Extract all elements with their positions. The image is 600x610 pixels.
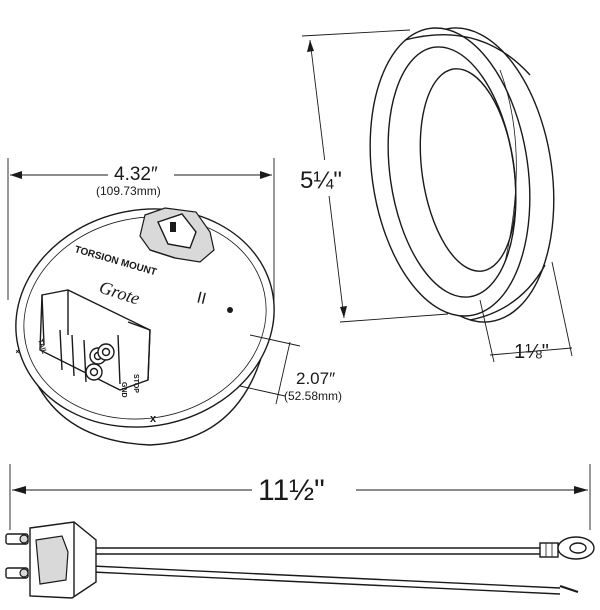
- wire-lower: [91, 565, 561, 589]
- arrow-head: [307, 40, 314, 52]
- latch-base: [149, 249, 176, 259]
- grommet-height-label: 5¼": [300, 167, 342, 194]
- grommet-height-ext-top: [301, 29, 411, 37]
- lead-length-label: 11½": [258, 474, 325, 507]
- terminal-block: TAIL STOP GND +: [13, 289, 151, 398]
- grommet-height-dimension: 5¼": [296, 29, 449, 323]
- latch-top: [157, 213, 197, 249]
- label-mask: [108, 160, 174, 182]
- lamp-depth-metric: (52.58mm): [284, 389, 342, 403]
- terminal-wall-right: [127, 321, 151, 381]
- terminal-socket: [97, 343, 115, 361]
- grommet-bore-depth: [499, 69, 517, 263]
- lamp-back-rim: [15, 208, 275, 428]
- label-mask: [252, 470, 356, 502]
- grommet-bore: [419, 68, 517, 272]
- grommet-depth-line: [489, 347, 573, 356]
- lamp-depth-dimension: 2.07″ (52.58mm): [239, 334, 342, 405]
- grommet-depth-dimension: 1⅛": [479, 261, 573, 363]
- plug-face: [35, 535, 69, 585]
- pin-label-tail: TAIL: [36, 338, 48, 355]
- terminal-wall-left: [41, 290, 69, 346]
- stripped-wire-end: [559, 584, 579, 594]
- lamp-depth-line: [275, 341, 291, 405]
- ring-terminal: [557, 536, 595, 560]
- vent-dot: [227, 307, 233, 313]
- arrow-head: [12, 486, 26, 494]
- lamp-inner-edge: [23, 216, 267, 420]
- grommet-depth-ext-left: [479, 299, 495, 363]
- latch-slot: [170, 222, 176, 232]
- grommet-top-edge: [404, 34, 531, 76]
- terminal-socket-hole: [101, 347, 111, 357]
- grommet-depth-ext-right: [551, 261, 573, 357]
- arrow-head: [10, 171, 22, 179]
- plug-pin-tip: [19, 534, 29, 544]
- pigtail-assembly: [5, 521, 595, 599]
- grommet-height-ext-bottom: [339, 313, 449, 323]
- terminal-socket: [85, 363, 103, 381]
- ring-terminal-hole: [569, 542, 587, 554]
- lamp-width-dimension: 4.32″ (109.73mm): [7, 158, 275, 310]
- terminal-rib: [83, 339, 87, 383]
- grommet-depth-label: 1⅛": [514, 341, 549, 363]
- pin-label-stop: STOP: [132, 374, 139, 393]
- arrow-head: [574, 486, 588, 494]
- wire-lower-edge: [91, 571, 561, 595]
- lamp-depth-ext-bottom: [239, 385, 286, 397]
- terminal-socket-hole: [89, 367, 99, 377]
- terminal-rib: [117, 334, 121, 385]
- plug-pin-tip: [19, 568, 29, 578]
- ring-crimp: [539, 542, 559, 558]
- arrow-head: [260, 171, 272, 179]
- grommet-bottom-edge: [469, 264, 546, 321]
- arrow-head: [340, 306, 347, 318]
- lamp-illustration: TORSION MOUNT Grote II TAIL STOP G: [13, 207, 275, 446]
- lead-length-dimension: 11½": [9, 464, 591, 530]
- pin-label-plus: +: [13, 347, 23, 357]
- terminal-rib: [71, 334, 75, 377]
- pin-label-gnd: GND: [120, 382, 127, 398]
- torsion-latch: [139, 207, 215, 263]
- label-mask: [296, 160, 346, 196]
- lamp-width-metric: (109.73mm): [96, 184, 161, 198]
- lamp-width-label: 4.32″: [114, 164, 158, 185]
- terminal-rib: [59, 329, 63, 371]
- grommet-front-outer: [369, 27, 531, 317]
- lamp-depth-ext-top: [249, 334, 301, 347]
- pin-label-x: x: [150, 413, 157, 425]
- roman-mark: II: [195, 289, 208, 308]
- lamp-depth-label: 2.07″: [296, 369, 335, 388]
- grommet-illustration: [369, 27, 555, 323]
